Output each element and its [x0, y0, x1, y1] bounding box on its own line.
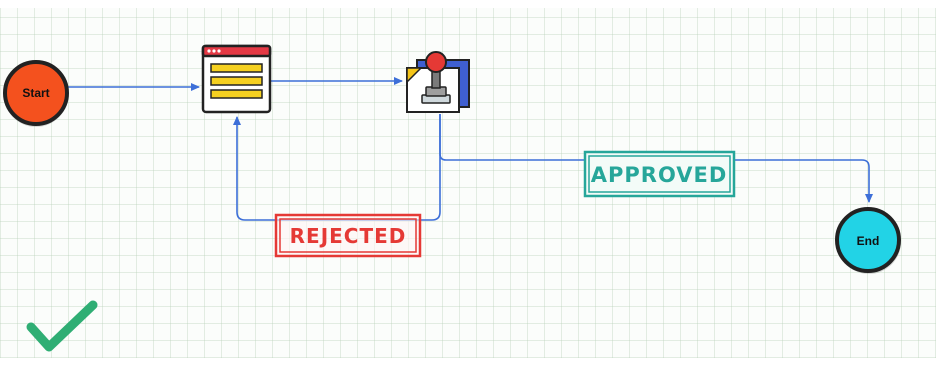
rejected-label: REJECTED — [290, 224, 407, 248]
start-circle — [3, 60, 69, 126]
bottom-border — [0, 358, 936, 367]
end-circle — [835, 207, 901, 273]
approved-label: APPROVED — [591, 163, 728, 187]
arrow-approval-rejected-loop — [233, 114, 441, 221]
start-node[interactable]: Start — [3, 60, 69, 127]
form-window-icon[interactable] — [201, 44, 272, 114]
start-label: Start — [22, 86, 49, 100]
rubber-stamp-icon[interactable] — [406, 51, 470, 113]
top-border — [0, 0, 936, 8]
approved-stamp: APPROVED — [583, 150, 736, 198]
end-label: End — [857, 234, 880, 248]
rejected-stamp: REJECTED — [274, 213, 422, 258]
checkmark-icon — [26, 300, 98, 352]
end-node[interactable]: End — [835, 207, 901, 274]
